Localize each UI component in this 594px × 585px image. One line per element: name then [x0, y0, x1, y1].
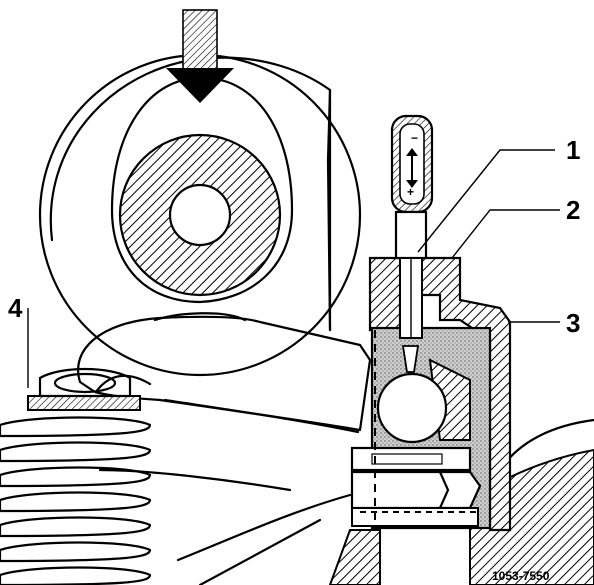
- adjuster-body: [350, 256, 512, 532]
- gauge-minus: −: [411, 131, 418, 145]
- callout-2: 2: [566, 195, 580, 225]
- callout-leaders: [27, 149, 560, 388]
- dial-gauge: − +: [390, 114, 434, 339]
- figure-code: 1053-7550: [492, 569, 550, 583]
- camshaft: [38, 53, 362, 377]
- adjust-arrow-icon: [406, 148, 418, 188]
- force-arrow-icon: [166, 9, 234, 103]
- gauge-plus: +: [407, 185, 414, 199]
- callout-4: 4: [8, 293, 23, 323]
- rocker-arm: [77, 312, 372, 432]
- valve-spring: [0, 367, 152, 585]
- callout-1: 1: [566, 135, 580, 165]
- callout-3: 3: [566, 308, 580, 338]
